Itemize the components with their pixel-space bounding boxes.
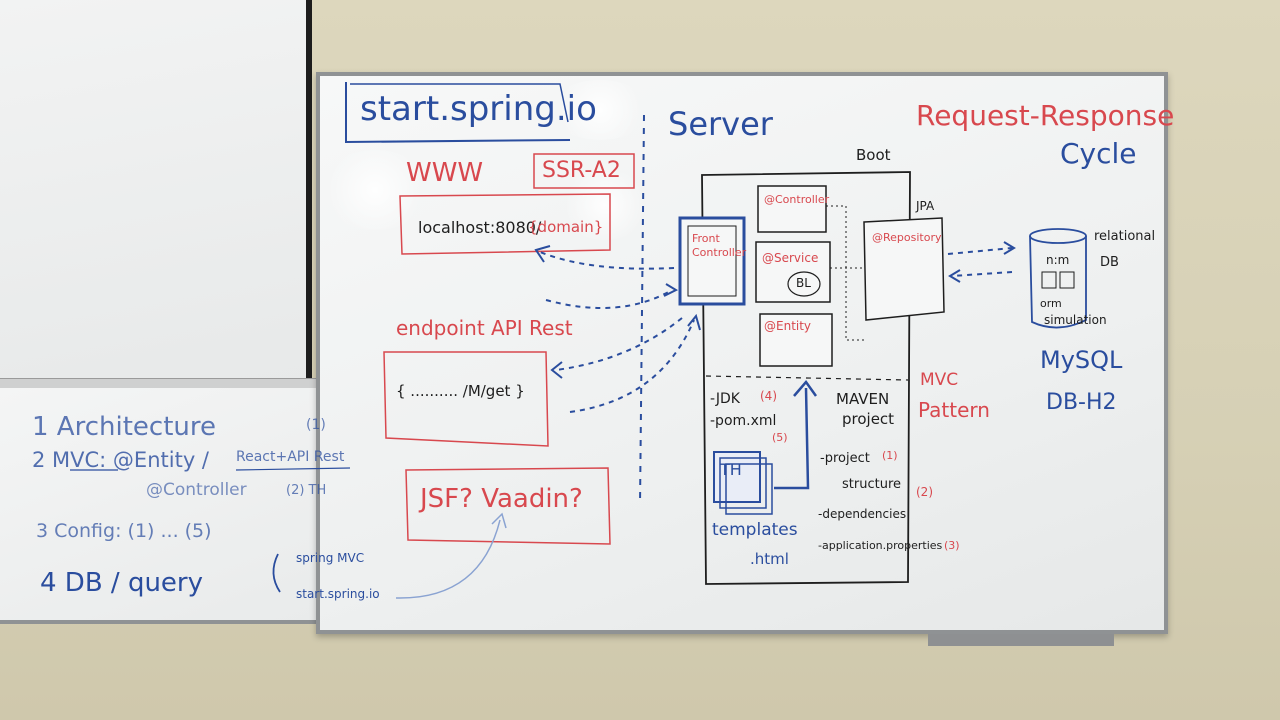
templates-label: templates xyxy=(712,520,798,540)
app-properties-label: -application.properties xyxy=(818,539,943,552)
note-react-api: React+API Rest xyxy=(236,449,345,465)
note-architecture: 1 Architecture xyxy=(32,412,216,442)
bl-label: BL xyxy=(796,276,811,290)
project-structure-num: (1) xyxy=(882,449,898,462)
pattern-label: Pattern xyxy=(918,398,990,422)
mysql-label: MySQL xyxy=(1040,346,1123,374)
controller-label: @Controller xyxy=(764,193,830,206)
lower-whiteboard xyxy=(0,388,318,624)
note-mvc: 2 MVC: @Entity / xyxy=(32,448,209,472)
relational-label: relational xyxy=(1094,229,1156,244)
note-architecture-num: (1) xyxy=(306,417,326,433)
jdk-num: (4) xyxy=(760,389,777,403)
app-properties-num: (3) xyxy=(944,539,960,552)
cycle-label: Cycle xyxy=(1060,137,1137,170)
domain-label: {domain} xyxy=(528,218,604,236)
front-controller-label: Front Controller xyxy=(692,232,747,260)
nm-label: n:m xyxy=(1046,253,1070,267)
service-label: @Service xyxy=(762,251,819,265)
request-response-label: Request-Response xyxy=(916,99,1175,132)
repository-label: @Repository xyxy=(872,231,942,244)
site-label: start.spring.io xyxy=(360,89,597,129)
project-structure-label: -project xyxy=(820,451,870,466)
localhost-label: localhost:8080/ xyxy=(418,218,542,237)
th-label: TH xyxy=(720,460,742,479)
note-start-spring: start.spring.io xyxy=(296,587,380,601)
dependencies-label: -dependencies xyxy=(818,507,907,521)
html-label: .html xyxy=(750,550,789,568)
www-label: WWW xyxy=(406,158,484,188)
jpa-label: JPA xyxy=(916,199,935,213)
note-config: 3 Config: (1) ... (5) xyxy=(36,520,212,542)
note-th: (2) TH xyxy=(286,483,327,498)
maven-label: MAVEN xyxy=(836,390,890,408)
projector-screen xyxy=(0,0,312,386)
marker-tray xyxy=(928,634,1114,646)
structure-label: structure xyxy=(842,477,901,492)
jsf-vaadin-label: JSF? Vaadin? xyxy=(420,484,583,514)
project-label: project xyxy=(842,410,895,428)
note-db-query: 4 DB / query xyxy=(40,568,204,598)
structure-num: (2) xyxy=(916,485,933,499)
h2-label: DB-H2 xyxy=(1046,390,1117,415)
db-label: DB xyxy=(1100,255,1119,270)
server-label: Server xyxy=(668,105,773,143)
orm-label: orm xyxy=(1040,297,1062,310)
ssr-label: SSR-A2 xyxy=(542,158,621,183)
note-spring-mvc: spring MVC xyxy=(296,551,365,565)
pom-num: (5) xyxy=(772,431,788,444)
simulation-label: simulation xyxy=(1044,313,1107,327)
entity-label: @Entity xyxy=(764,319,812,333)
pom-label: -pom.xml xyxy=(710,413,777,429)
api-get-label: { .......... /M/get } xyxy=(396,382,525,400)
endpoint-label: endpoint API Rest xyxy=(396,316,573,340)
note-controller: @Controller xyxy=(146,480,247,500)
jdk-label: -JDK xyxy=(710,391,740,407)
mvc-label: MVC xyxy=(920,370,959,390)
boot-label: Boot xyxy=(856,146,891,164)
